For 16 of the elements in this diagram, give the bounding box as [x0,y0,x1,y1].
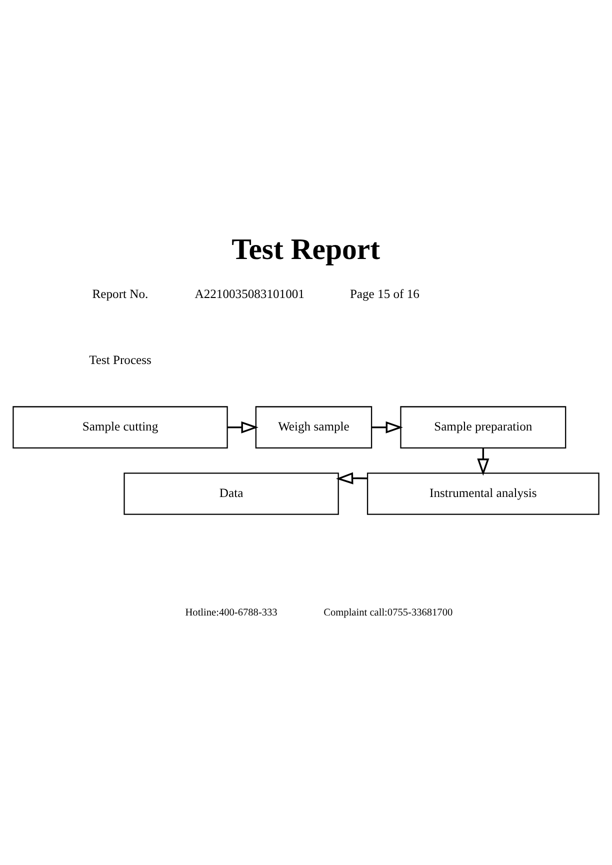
label: Page 15 of 16 [350,286,420,301]
node-box: Weigh sample [255,406,372,449]
label: Complaint call:0755-33681700 [324,607,453,618]
diagram-title: Test Report [232,232,380,266]
node-box: Data [124,472,339,515]
label: Hotline:400-6788-333 [185,607,278,618]
node-box: Instrumental analysis [366,472,600,515]
arrow [336,472,368,484]
label: Report No. [92,286,148,301]
label: Test Process [89,353,152,368]
arrow [228,421,258,434]
node-box: Sample preparation [400,406,566,449]
node-box: Sample cutting [12,406,228,449]
label: A2210035083101001 [194,286,304,301]
arrow [372,421,403,434]
arrow [477,448,490,476]
